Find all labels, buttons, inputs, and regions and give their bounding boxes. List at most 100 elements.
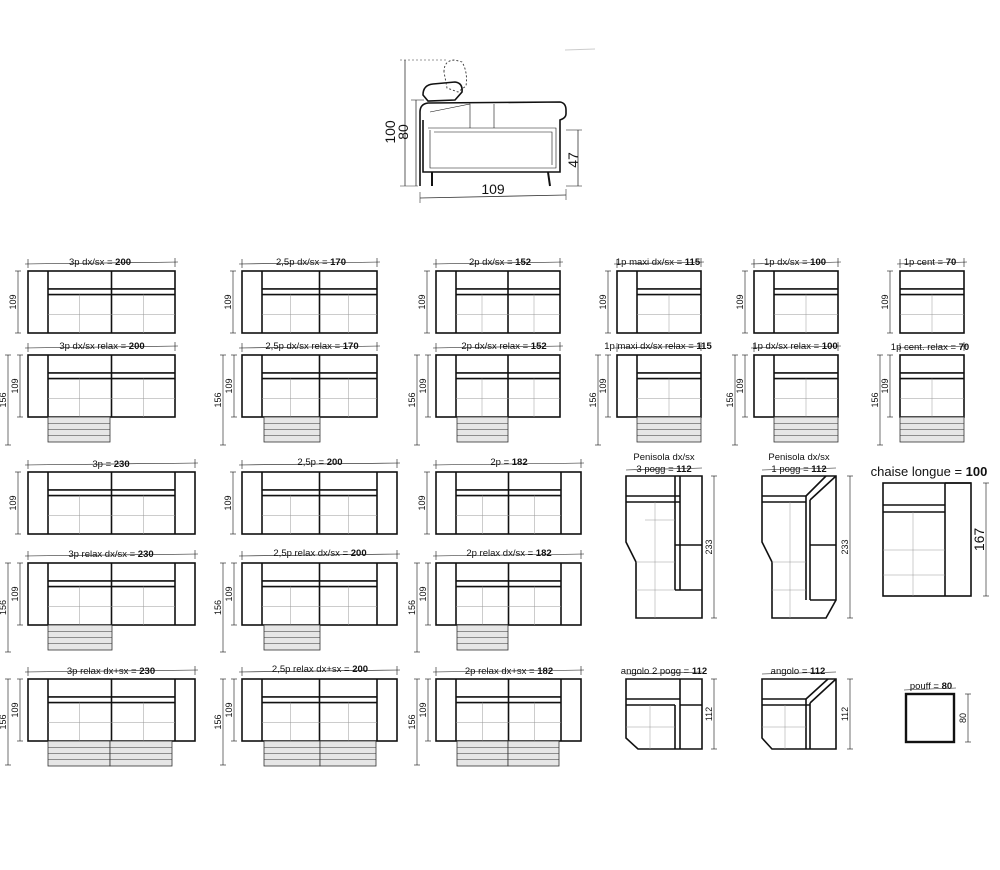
label-1p-maxi-dxsx-relax: 1p maxi dx/sx relax = 115 — [604, 341, 712, 352]
side-depth: 109 — [481, 181, 505, 197]
dimension-109: 109 — [735, 354, 748, 418]
relax-footrest — [456, 416, 509, 443]
dimension-text: 109 — [417, 495, 427, 510]
dimension-text: 109 — [598, 294, 608, 309]
dimension-text: 109 — [8, 495, 18, 510]
label-2p-dxsx-relax: 2p dx/sx relax = 152 — [461, 341, 546, 352]
module-25p-relax-dxsx — [238, 550, 401, 651]
dimension-text: 109 — [10, 702, 20, 717]
dimension-text: 156 — [407, 392, 417, 407]
relax-footrest — [507, 740, 560, 767]
label-angolo-2pogg: angolo 2 pogg = 112 — [621, 666, 707, 677]
dimension-233: 233 — [704, 475, 717, 619]
module-2p — [432, 459, 585, 535]
dimension-text: 109 — [735, 294, 745, 309]
relax-footrest — [319, 740, 377, 767]
dimension-109: 109 — [417, 471, 430, 535]
dimension-text: 156 — [725, 392, 735, 407]
dimension-text: 109 — [598, 378, 608, 393]
label-3p-dxsx: 3p dx/sx = 200 — [69, 257, 131, 268]
module-2p-dxsx-relax — [432, 342, 564, 443]
dimension-text: 109 — [417, 294, 427, 309]
module-3p-relax-dxsx-both — [24, 666, 199, 767]
module-pouff — [903, 687, 957, 744]
module-25p — [238, 459, 401, 535]
dimension-156: 156 — [0, 354, 11, 446]
module-25p-dxsx-relax — [238, 342, 381, 443]
dimension-109: 109 — [224, 354, 237, 418]
label-penisola-1pogg: 1 pogg = 112 — [771, 464, 826, 475]
dimension-109: 109 — [10, 562, 23, 626]
dimension-156: 156 — [0, 562, 11, 653]
relax-footrest — [456, 624, 509, 651]
side-seat-height: 47 — [565, 152, 581, 168]
label-1p-maxi-dxsx: 1p maxi dx/sx = 115 — [616, 257, 701, 268]
dimension-text: 156 — [588, 392, 598, 407]
relax-footrest — [109, 740, 173, 767]
dimension-156: 156 — [870, 354, 883, 446]
dimension-233: 233 — [840, 475, 853, 619]
dimension-109: 109 — [223, 471, 236, 535]
dimension-text: 156 — [870, 392, 880, 407]
dimension-109: 109 — [418, 562, 431, 626]
relax-footrest — [47, 740, 111, 767]
module-penisola-3pogg — [625, 467, 703, 619]
label-3p-relax-dxsx: 3p relax dx/sx = 230 — [68, 549, 153, 560]
dimension-109: 109 — [417, 270, 430, 334]
module-1p-dxsx — [750, 258, 842, 334]
dimension-156: 156 — [213, 678, 226, 766]
dimension-109: 109 — [10, 678, 23, 742]
label-2p: 2p = 182 — [490, 457, 527, 468]
module-angolo — [761, 671, 837, 750]
module-angolo-2pogg — [625, 671, 703, 750]
label-2p-relax-dxsx: 2p relax dx/sx = 182 — [466, 548, 551, 559]
dimension-text: 109 — [418, 378, 428, 393]
relax-footrest — [47, 624, 113, 651]
side-view: 100 80 47 109 — [382, 48, 596, 203]
dimension-text: 156 — [0, 600, 8, 615]
dimension-text: 156 — [213, 714, 223, 729]
label-chaise-longue: chaise longue = 100 — [871, 464, 988, 479]
module-1p-cent-relax — [896, 342, 968, 443]
module-25p-relax-dxsx-both — [238, 666, 401, 767]
module-2p-relax-dxsx-both — [432, 666, 585, 767]
label-2p-dxsx: 2p dx/sx = 152 — [469, 257, 531, 268]
label-penisola-3pogg: 3 pogg = 112 — [636, 464, 691, 475]
dimension-text: 109 — [224, 586, 234, 601]
dimension-109: 109 — [598, 270, 611, 334]
dimension-text: 112 — [704, 707, 714, 721]
module-1p-cent — [896, 258, 968, 334]
module-3p-dxsx — [24, 258, 179, 334]
dimension-80: 80 — [958, 693, 971, 743]
dimension-text: 112 — [840, 707, 850, 721]
dimension-text: 109 — [8, 294, 18, 309]
dimension-text: 109 — [418, 702, 428, 717]
module-3p-relax-dxsx — [24, 550, 199, 651]
relax-footrest — [263, 740, 321, 767]
module-penisola-1pogg — [761, 467, 837, 619]
label-1p-dxsx: 1p dx/sx = 100 — [764, 257, 826, 268]
dimension-109: 109 — [224, 678, 237, 742]
dimension-text: 156 — [0, 714, 8, 729]
dimension-109: 109 — [880, 354, 893, 418]
dimension-text: 156 — [407, 714, 417, 729]
dimension-167: 167 — [971, 482, 989, 597]
dimension-156: 156 — [588, 354, 601, 446]
label-1p-cent-relax: 1p cent. relax = 70 — [891, 342, 969, 353]
dimension-text: 156 — [0, 392, 8, 407]
relax-footrest — [263, 416, 321, 443]
dimension-text: 80 — [958, 713, 968, 723]
module-3p — [24, 459, 199, 535]
dimension-109: 109 — [10, 354, 23, 418]
label-2p-relax-dxsx-both: 2p relax dx+sx = 182 — [465, 666, 553, 677]
label-penisola-1pogg-line1: Penisola dx/sx — [768, 452, 830, 463]
dimension-text: 109 — [10, 586, 20, 601]
relax-footrest — [636, 416, 702, 443]
dimension-text: 233 — [840, 539, 850, 554]
dimension-109: 109 — [8, 270, 21, 334]
dimension-text: 109 — [735, 378, 745, 393]
label-1p-cent: 1p cent = 70 — [904, 257, 957, 268]
dimension-109: 109 — [735, 270, 748, 334]
label-25p-dxsx: 2,5p dx/sx = 170 — [276, 257, 346, 268]
